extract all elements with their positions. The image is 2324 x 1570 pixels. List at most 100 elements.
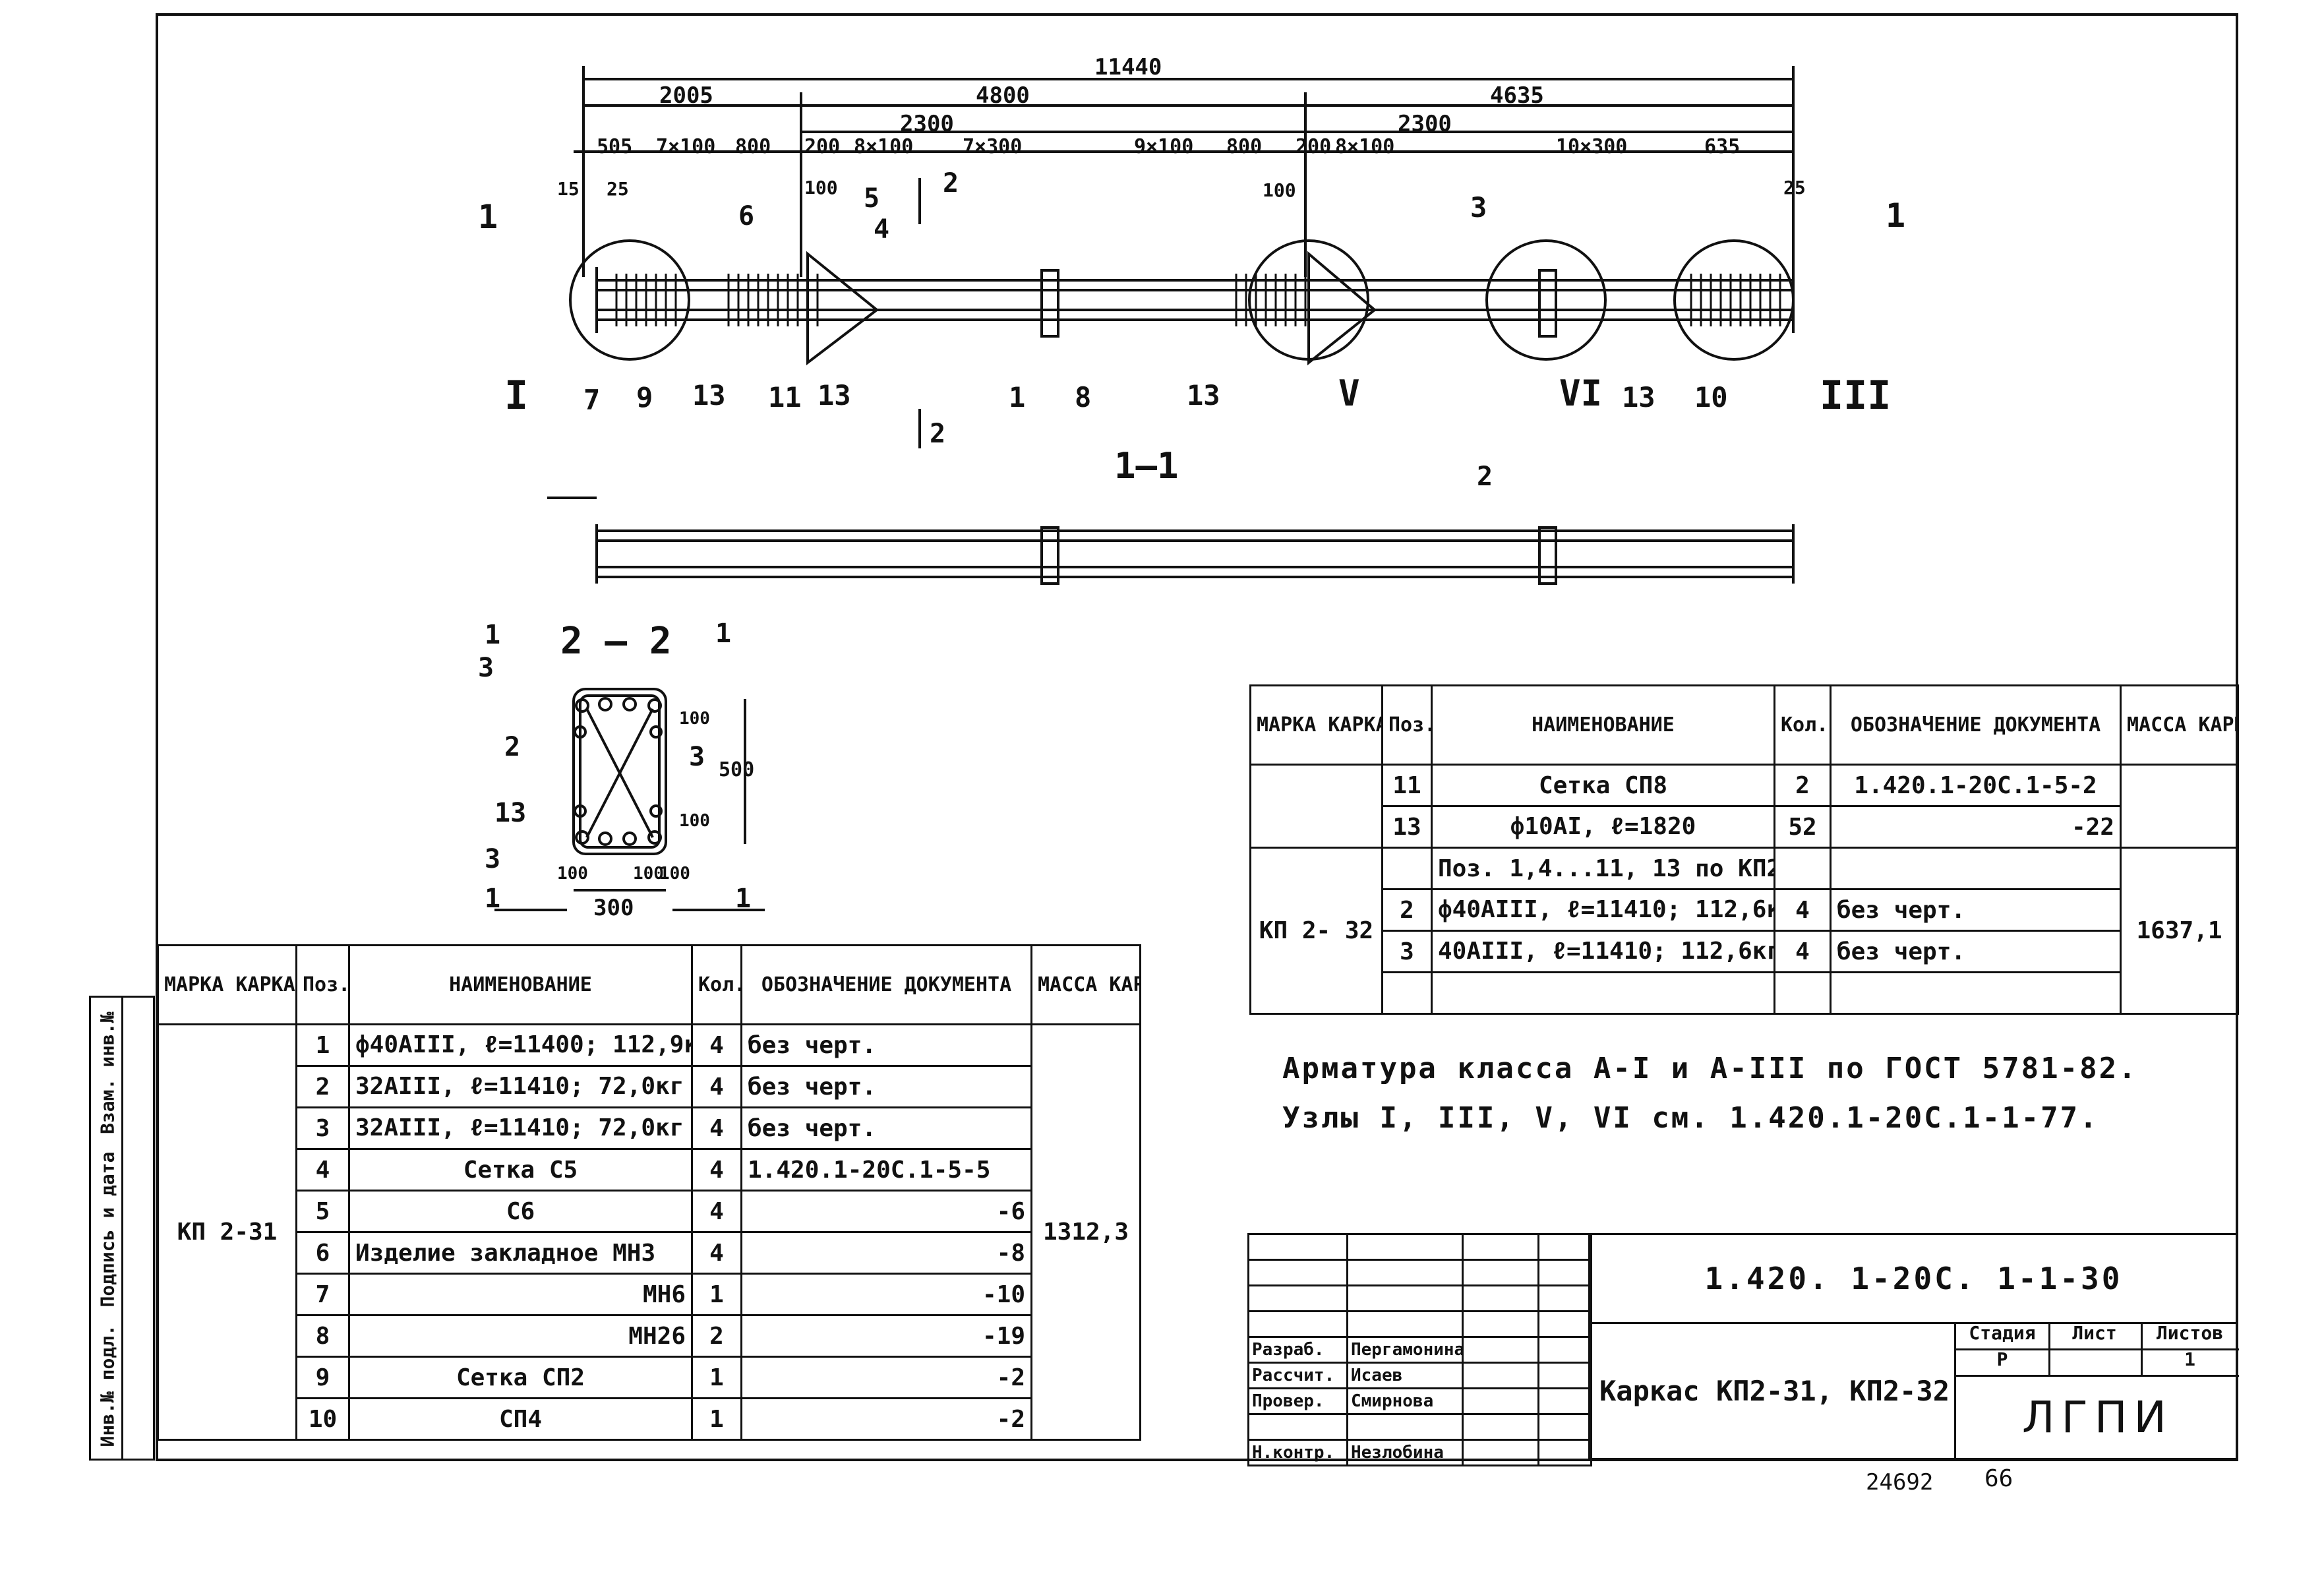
col-header-qty: Кол. [1773,684,1832,766]
dim-9x100: 9×100 [1134,135,1194,158]
node-label-I: I [504,373,529,419]
section-mark-left: 1 [478,198,498,236]
side-stamp-replace: Взам. инв.№ [96,1011,119,1134]
col-header-doc: ОБОЗНАЧЕНИЕ ДОКУМЕНТА [740,944,1032,1025]
stage-sheet-block: Стадия Лист Листов Р 1 [1956,1322,2239,1377]
s22-label-l6: 1 [485,884,501,914]
section-1-1-label: 2 [1477,462,1493,492]
col-header-pos: Поз. [1381,684,1433,766]
s22-label-l1: 1 [485,620,501,650]
s22-dim-300: 300 [593,895,634,921]
note-reinforcement-class: Арматура класса А-I и А-III по ГОСТ 5781… [1282,1052,2138,1085]
dim-505: 505 [597,135,633,158]
section-2-2-title: 2 — 2 [560,620,672,663]
dim-25-right: 25 [1783,177,1806,198]
mark-cell: КП 2-31 [157,1023,297,1441]
dim-2300-right: 2300 [1398,111,1452,137]
s22-dim-2: 100 [679,811,710,831]
s22-dim-1: 100 [679,709,710,729]
pos-label-3: 3 [1470,191,1487,224]
pos-label-13a: 13 [692,379,726,411]
s22-dim-500: 500 [719,758,755,781]
table-row: КП 2- 32 Поз. 1,4...11, 13 по КП2-31 163… [1249,847,2239,1015]
dim-800-right: 800 [1226,135,1263,158]
dim-4635: 4635 [1490,82,1544,109]
node-label-III: III [1820,373,1892,419]
s22-dim-5: 100 [633,864,664,884]
pos-label-7: 7 [583,384,601,416]
mark-cell: КП 2- 32 [1249,847,1383,1015]
col-header-qty: Кол. [691,944,742,1025]
dim-100-right: 100 [1263,179,1296,201]
dim-635: 635 [1704,135,1741,158]
side-stamp-inv: Инв.№ подл. [96,1325,119,1447]
dim-8x100-right: 8×100 [1335,135,1395,158]
section-2-bottom: 2 [930,419,946,449]
pos-label-1: 1 [1009,381,1026,413]
pos-label-13d: 13 [1622,381,1655,413]
col-header-mark: МАРКА КАРКАСА [157,944,297,1025]
pos-label-10: 10 [1694,381,1728,413]
table-row: 11 Сетка СП8 2 1.420.1-20С.1-5-2 [1249,764,2239,849]
spec-table-kp2-32: МАРКА КАРКАСА Поз. НАИМЕНОВАНИЕ Кол. ОБО… [1249,684,2239,1015]
inventory-number: 24692 [1866,1469,1934,1495]
dim-15: 15 [557,178,580,200]
s22-label-l3: 2 [504,732,521,762]
section-1-1 [547,497,1795,585]
s22-label-r2: 3 [689,742,705,772]
table-row [1251,971,2238,1015]
side-stamp: Инв.№ подл. Подпись и дата Взам. инв.№ [89,996,155,1461]
title-block-signatures: Разраб.Пергамонина Рассчит.Исаев Провер.… [1247,1233,1592,1466]
section-1-1-title: 1—1 [1114,445,1179,487]
document-title: Каркас КП2-31, КП2-32 [1590,1322,1956,1460]
title-block-main: 1.420. 1-20С. 1-1-30 Каркас КП2-31, КП2-… [1588,1233,2239,1460]
col-header-pos: Поз. [295,944,350,1025]
pos-label-8: 8 [1075,381,1092,413]
dim-8x100: 8×100 [854,135,914,158]
s22-label-l4: 13 [494,798,527,828]
dim-200-right: 200 [1296,135,1332,158]
pos-label-6: 6 [738,201,755,231]
dim-25: 25 [607,178,629,200]
node-label-V: V [1338,373,1360,414]
note-nodes-reference: Узлы I, III, V, VI см. 1.420.1-20С.1-1-7… [1282,1101,2099,1135]
section-2-2 [494,688,765,911]
organization-name: ЛГПИ [2022,1392,2173,1443]
pos-label-5: 5 [864,183,880,214]
mass-cell: 1637,1 [2120,847,2239,1015]
pos-label-4: 4 [874,214,890,245]
section-2-top: 2 [943,168,959,198]
s22-dim-3: 100 [557,864,588,884]
pos-label-13c: 13 [1187,379,1220,411]
side-stamp-sign: Подпись и дата [96,1151,119,1308]
pos-label-13b: 13 [818,379,851,411]
col-header-mark: МАРКА КАРКАСА [1249,684,1383,766]
col-header-name: НАИМЕНОВАНИЕ [348,944,693,1025]
col-header-mass: МАССА КАРКАСА, КГ. [2120,684,2239,766]
s22-label-l5: 3 [485,844,501,874]
node-label-VI: VI [1559,373,1603,414]
s22-label-l2: 3 [478,653,494,683]
s22-label-r1: 1 [715,619,732,649]
cage-elevation [569,66,1795,448]
mass-cell: 1312,3 [1030,1023,1141,1441]
col-header-doc: ОБОЗНАЧЕНИЕ ДОКУМЕНТА [1830,684,2122,766]
dim-800: 800 [735,135,771,158]
pos-label-11: 11 [768,381,802,413]
dim-2300-left: 2300 [900,111,954,137]
page-number: 66 [1984,1465,2013,1492]
document-code: 1.420. 1-20С. 1-1-30 [1590,1235,2237,1324]
dim-4800: 4800 [976,82,1030,109]
